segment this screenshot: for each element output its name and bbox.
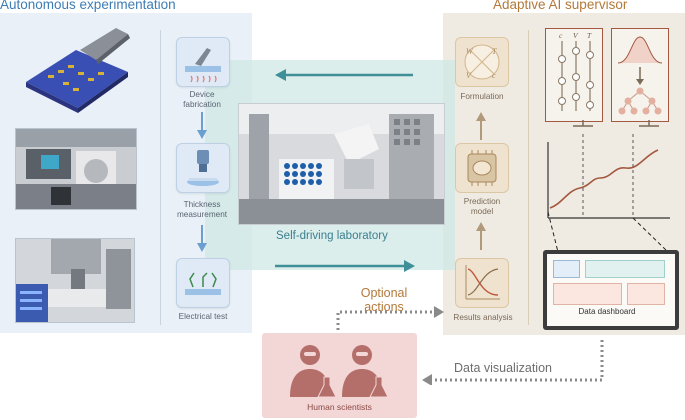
device-fabrication-step — [176, 37, 230, 87]
electrical-test-label: Electrical test — [178, 312, 228, 321]
self-driving-lab-photo — [238, 103, 445, 225]
thickness-instrument-photo — [15, 128, 137, 210]
electrical-test-step — [176, 258, 230, 308]
self-driving-laboratory-label: Self-driving laboratory — [276, 230, 388, 242]
device-fabrication-label: Device fabrication — [183, 90, 221, 109]
data-dashboard: Data dashboard — [543, 250, 679, 330]
dashboard-widget-3 — [553, 283, 622, 305]
up-arrow-1-icon — [476, 112, 486, 140]
formulation-letter-v: V — [466, 71, 472, 80]
electrical-test-station-photo — [15, 238, 135, 323]
left-flow-arrow-icon — [275, 69, 413, 81]
thickness-measurement-step — [176, 143, 230, 193]
parameter-sliders-box: c V T — [545, 28, 603, 122]
autonomous-experimentation-title: Autonomous experimentation — [0, 0, 176, 12]
prediction-model-step — [455, 143, 509, 193]
prediction-model-label: Prediction model — [463, 197, 501, 216]
data-visualization-arrow-icon — [422, 340, 604, 385]
human-scientists-label: Human scientists — [307, 402, 372, 412]
adaptive-ai-supervisor-title: Adaptive AI supervisor — [493, 0, 628, 12]
formulation-step: W T V c — [455, 37, 509, 87]
up-arrow-2-icon — [476, 222, 486, 250]
formulation-letter-c: c — [492, 71, 496, 80]
human-scientists-box: Human scientists — [262, 333, 417, 418]
bayesian-tree-box — [611, 28, 669, 122]
results-analysis-step — [455, 258, 509, 308]
down-arrow-1-icon — [197, 112, 207, 139]
down-arrow-2-icon — [197, 225, 207, 252]
scientists-icon — [290, 345, 389, 398]
data-visualization-label: Data visualization — [454, 361, 552, 375]
microscope-icon — [187, 150, 219, 186]
results-analysis-label: Results analysis — [453, 313, 513, 322]
right-flow-arrow-icon — [275, 260, 415, 272]
slider-letter-v: V — [573, 31, 579, 40]
chip-fabrication-icon — [185, 48, 221, 83]
dashboard-widget-2 — [585, 260, 665, 278]
formulation-letter-w: W — [466, 47, 474, 56]
formulation-label: Formulation — [460, 92, 504, 101]
formulation-letter-t: T — [492, 47, 497, 56]
dashboard-widget-1 — [553, 260, 580, 278]
electrical-probe-icon — [185, 272, 221, 295]
slider-letter-t: T — [587, 31, 592, 40]
thickness-measurement-label: Thickness measurement — [176, 200, 228, 219]
dashboard-widget-4 — [627, 283, 665, 305]
device-chip-image — [18, 20, 136, 115]
optional-actions-label: Optional actions — [360, 286, 408, 314]
optional-actions-arrow-icon — [336, 306, 444, 340]
right-divider — [528, 30, 529, 325]
data-dashboard-label: Data dashboard — [578, 307, 636, 316]
left-divider — [160, 30, 161, 325]
slider-letter-c: c — [559, 31, 563, 40]
processor-brain-icon — [467, 150, 497, 186]
curves-plot-icon — [465, 265, 500, 300]
supervisor-plot — [547, 120, 670, 250]
formulation-icon: W T V c — [464, 44, 500, 80]
